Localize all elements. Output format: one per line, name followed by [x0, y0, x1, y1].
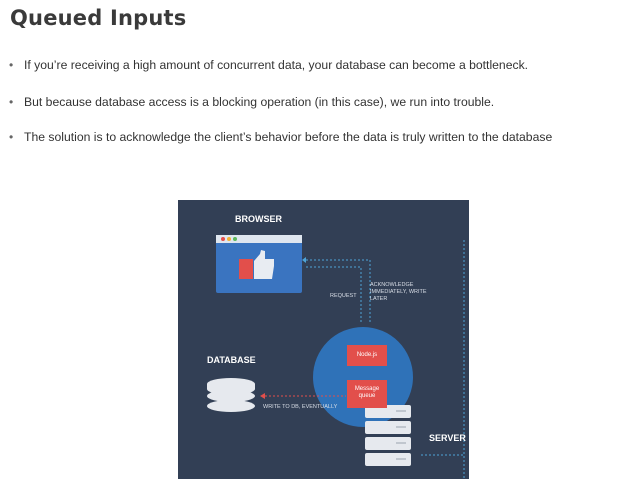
bullet-text: But because database access is a blockin…: [24, 95, 495, 109]
bullet-item: • The solution is to acknowledge the cli…: [8, 130, 552, 144]
arrow-head-icon: [302, 257, 306, 263]
arrow-head-icon: [260, 393, 265, 399]
bullet-item: • But because database access is a block…: [8, 95, 494, 109]
bullet-marker: •: [9, 130, 14, 144]
message-queue-box: Message queue: [347, 380, 387, 408]
queue-label-line-2: queue: [358, 393, 376, 399]
diagram-graphics: [207, 235, 465, 479]
bullet-marker: •: [9, 58, 14, 72]
ack-label-line-2: IMMEDIATELY, WRITE: [370, 289, 427, 295]
browser-label: BROWSER: [235, 214, 282, 224]
bullet-marker: •: [9, 95, 14, 109]
ack-label-line-3: LATER: [370, 296, 388, 302]
server-circle: [313, 327, 413, 427]
browser-window-icon: [216, 235, 302, 293]
bullet-text: The solution is to acknowledge the clien…: [24, 130, 553, 144]
nodejs-box: Node.js: [347, 345, 387, 366]
database-icon: [207, 378, 255, 412]
ack-label-line-1: ACKNOWLEDGE: [370, 282, 414, 288]
queue-label-line-1: Message: [354, 386, 380, 392]
database-label: DATABASE: [207, 355, 256, 365]
request-label: REQUEST: [330, 293, 357, 299]
request-arrow-icon: [306, 259, 371, 323]
server-label: SERVER: [429, 433, 466, 443]
nodejs-label: Node.js: [356, 352, 378, 358]
bullet-item: • If you’re receiving a high amount of c…: [8, 58, 528, 72]
slide-title: Queued Inputs: [10, 6, 187, 30]
server-stack-icon: [365, 405, 411, 466]
architecture-diagram: BROWSER DATABASE SERVER REQUEST ACKNOWLE…: [178, 200, 469, 479]
bullet-text: If you’re receiving a high amount of con…: [24, 58, 529, 72]
write-label: WRITE TO DB, EVENTUALLY: [263, 404, 338, 410]
